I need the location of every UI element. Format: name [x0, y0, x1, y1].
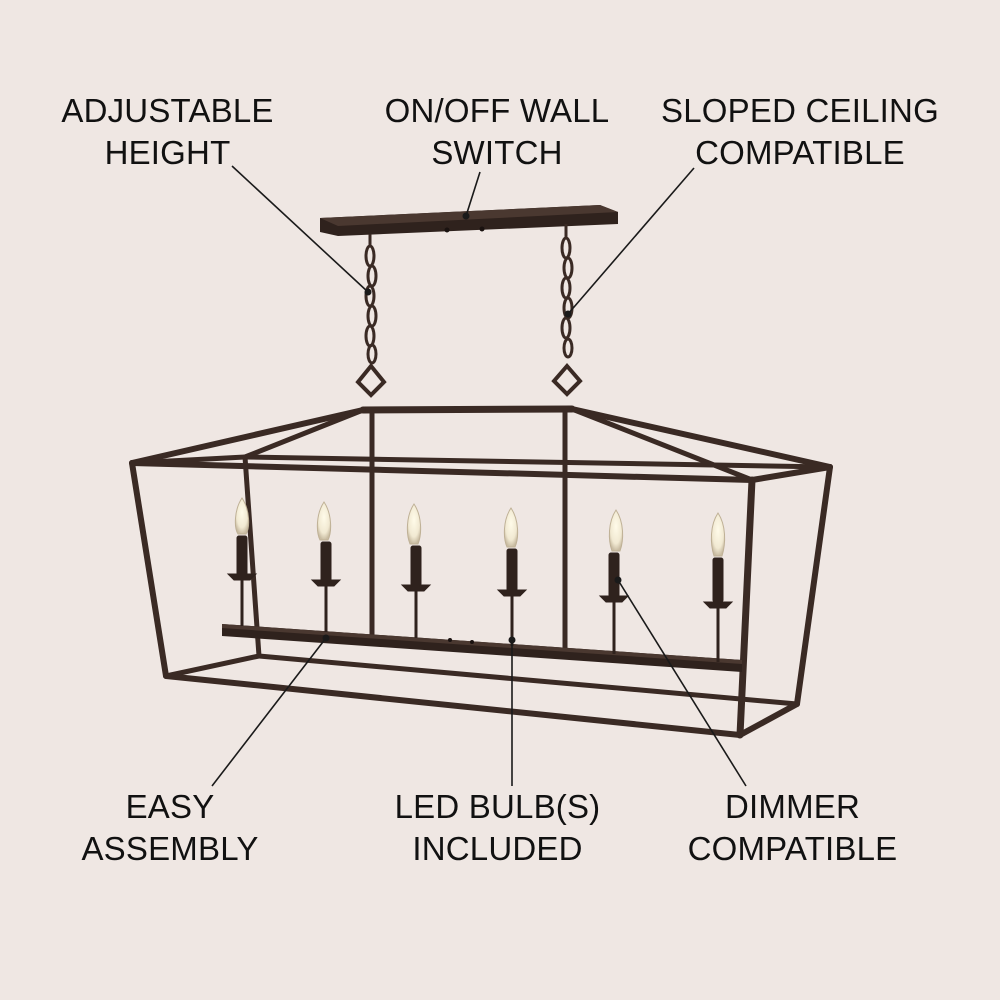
leader-adjustable-height [231, 165, 369, 293]
bulb-icon [608, 509, 624, 552]
callout-wall-switch: ON/OFF WALL SWITCH [362, 90, 632, 174]
bulb-icon [316, 501, 332, 541]
bulb-icon [710, 512, 726, 557]
callout-led-bulbs: LED BULB(S) INCLUDED [380, 786, 615, 870]
callout-adjustable-height: ADJUSTABLE HEIGHT [40, 90, 295, 174]
callout-sloped-ceiling: SLOPED CEILING COMPATIBLE [640, 90, 960, 174]
callout-line: HEIGHT [104, 134, 231, 171]
bulb-icon [234, 497, 250, 535]
callout-line: LED BULB(S) [394, 788, 601, 825]
lantern-frame [129, 405, 833, 739]
candle-sockets [226, 535, 734, 662]
callout-line: COMPATIBLE [695, 134, 905, 171]
callout-line: COMPATIBLE [687, 830, 898, 867]
callout-line: EASY [125, 788, 215, 825]
callout-line: SWITCH [431, 134, 563, 171]
bulb-icon [406, 503, 422, 545]
ceiling-canopy [320, 205, 618, 236]
callout-leader-dots [322, 212, 622, 644]
candle-base-bar [222, 624, 742, 672]
callout-line: INCLUDED [412, 830, 583, 867]
callout-line: SLOPED CEILING [661, 92, 939, 129]
callout-line: DIMMER [724, 788, 861, 825]
suspension-chains [355, 224, 583, 398]
leader-sloped-ceiling [567, 167, 695, 315]
callout-easy-assembly: EASY ASSEMBLY [60, 786, 280, 870]
led-bulbs [234, 497, 726, 557]
leader-wall-switch [465, 171, 481, 217]
leader-easy-assembly [211, 637, 327, 787]
callout-leader-lines [211, 165, 747, 787]
callout-line: ON/OFF WALL [384, 92, 610, 129]
callout-line: ADJUSTABLE [61, 92, 274, 129]
callout-line: ASSEMBLY [81, 830, 259, 867]
leader-dimmer [617, 579, 747, 787]
bulb-icon [503, 507, 519, 548]
callout-dimmer: DIMMER COMPATIBLE [670, 786, 915, 870]
